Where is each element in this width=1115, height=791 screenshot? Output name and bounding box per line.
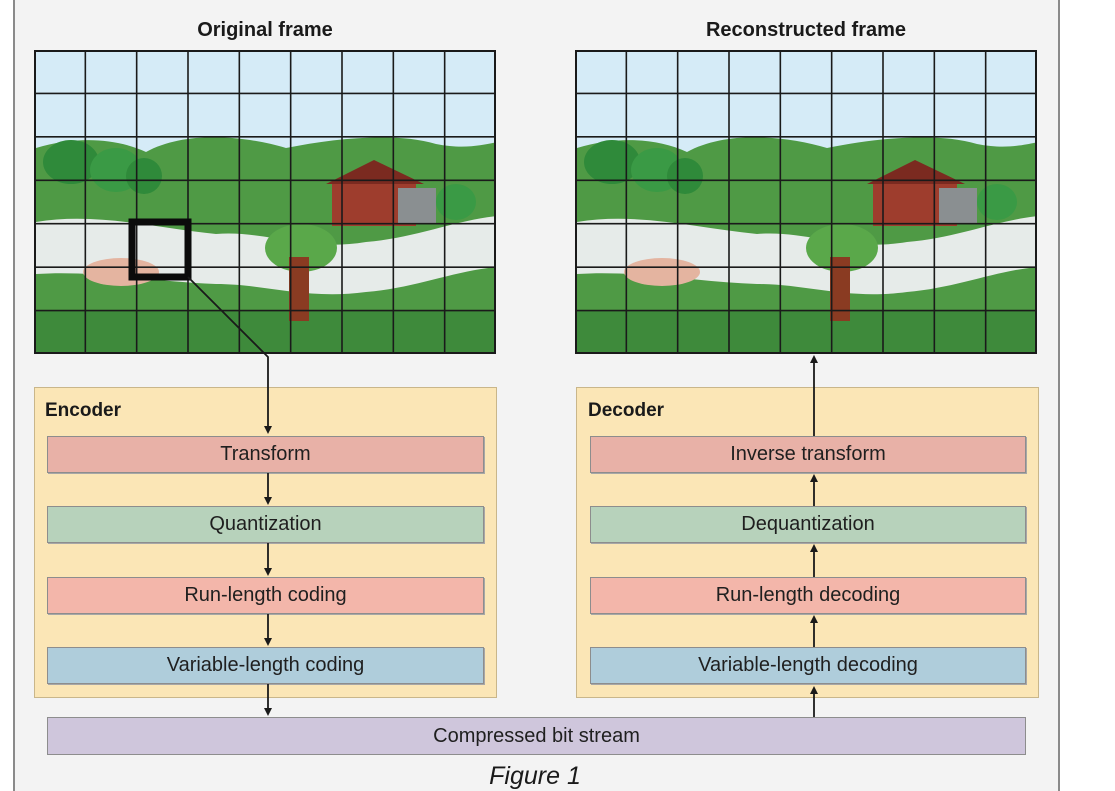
encoder-stage-variable-length-coding: Variable-length coding (47, 647, 484, 684)
reconstructed-scene-art (577, 52, 1035, 352)
decoder-stage-run-length-decoding: Run-length decoding (590, 577, 1026, 614)
decoder-stage-inverse-transform: Inverse transform (590, 436, 1026, 473)
reconstructed-frame-title: Reconstructed frame (705, 19, 907, 41)
decoder-title: Decoder (588, 400, 665, 421)
encoder-stage-run-length-coding: Run-length coding (47, 577, 484, 614)
compressed-bit-stream: Compressed bit stream (47, 717, 1026, 755)
decoder-stage-variable-length-decoding: Variable-length decoding (590, 647, 1026, 684)
decoder-stage-dequantization: Dequantization (590, 506, 1026, 543)
original-frame-image (34, 50, 496, 354)
original-scene-art (36, 52, 494, 352)
encoder-title: Encoder (45, 400, 122, 421)
encoder-stage-transform: Transform (47, 436, 484, 473)
figure-caption: Figure 1 (489, 762, 581, 790)
reconstructed-frame-image (575, 50, 1037, 354)
encoder-stage-quantization: Quantization (47, 506, 484, 543)
original-frame-title: Original frame (197, 19, 333, 41)
